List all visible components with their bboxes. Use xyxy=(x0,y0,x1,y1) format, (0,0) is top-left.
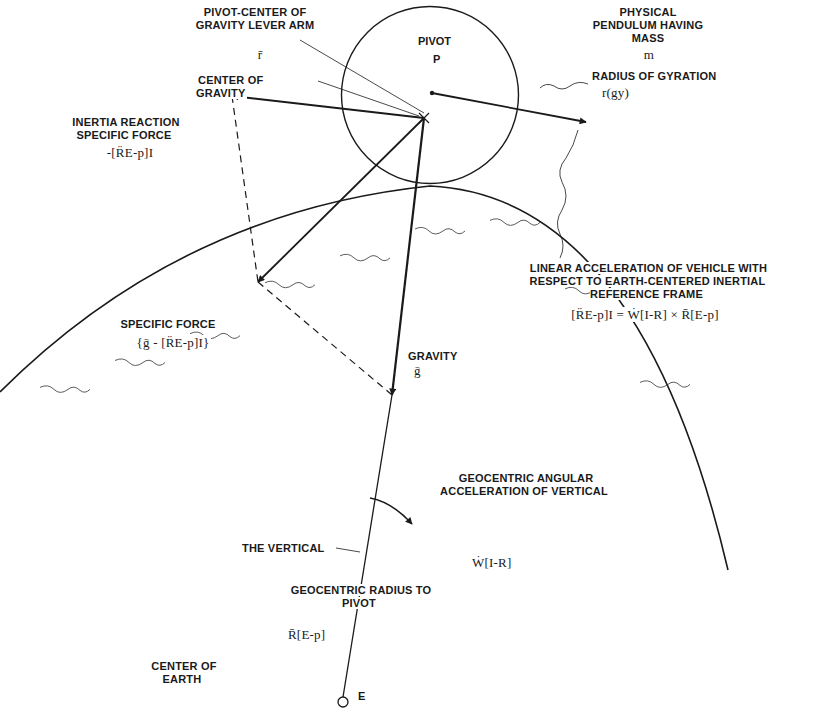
symbol-label: ḡ xyxy=(412,364,442,377)
leader-line xyxy=(557,130,578,258)
pivot-label: PIVOT xyxy=(418,35,451,48)
earth-center xyxy=(338,697,348,707)
label-text: r̄ xyxy=(258,47,263,62)
label-text: THE VERTICAL xyxy=(240,542,326,554)
vector-label: SPECIFIC FORCE xyxy=(108,318,228,331)
vertical-line xyxy=(343,395,392,697)
label-text: GEOCENTRIC RADIUS TO PIVOT xyxy=(289,584,432,609)
part-label: CENTER OF GRAVITY xyxy=(196,74,318,100)
label-text: GEOCENTRIC ANGULAR ACCELERATION OF VERTI… xyxy=(440,472,610,497)
label-text: PHYSICAL PENDULUM HAVING MASS xyxy=(593,6,703,44)
label-text: r(gy) xyxy=(602,85,629,100)
coastline xyxy=(265,281,315,288)
vector-label: INERTIA REACTION SPECIFIC FORCE xyxy=(60,116,190,142)
part-label: RADIUS OF GYRATION xyxy=(592,70,732,83)
label-text: Ẇ[I-R] xyxy=(470,555,513,570)
symbol-label: R̄[E-p] xyxy=(286,628,346,641)
coastline xyxy=(640,381,690,388)
label-text: {ḡ - [R̈E-p]I} xyxy=(135,335,212,350)
label-text: m xyxy=(644,47,654,62)
part-label: PIVOT-CENTER OF GRAVITY LEVER ARM xyxy=(185,6,325,32)
coastline xyxy=(40,386,90,393)
label-text: RADIUS OF GYRATION xyxy=(592,70,716,82)
part-label: THE VERTICAL xyxy=(240,542,340,555)
vehicle-acceleration-arrow xyxy=(432,93,586,122)
label-text: GRAVITY xyxy=(406,350,459,362)
coastline xyxy=(490,219,540,226)
label-text: SPECIFIC FORCE xyxy=(118,318,217,330)
vector-arrows xyxy=(232,40,588,697)
label-text: R̄[E-p] xyxy=(286,627,327,642)
coastline xyxy=(115,359,165,366)
symbol-label: {ḡ - [R̈E-p]I} xyxy=(98,336,248,349)
symbol-label: m xyxy=(637,48,661,61)
pivot-point-label: P xyxy=(433,53,440,66)
center-of-gravity-mark xyxy=(419,113,429,123)
symbol-label: [R̈E-p]I = Ẇ[I-R] × R̄[E-p] xyxy=(520,308,770,321)
parallelogram-dash xyxy=(258,282,392,395)
label-text: [R̈E-p]I = Ẇ[I-R] × R̄[E-p] xyxy=(569,307,720,322)
part-label: CENTER OF EARTH xyxy=(128,660,238,686)
leader-line xyxy=(336,548,360,552)
label-text: CENTER OF EARTH xyxy=(149,660,216,685)
leader-line xyxy=(300,40,424,113)
symbol-label: r̄ xyxy=(245,48,275,61)
symbol-label: Ẇ[I-R] xyxy=(470,556,550,569)
pendulum-circle: PIVOT P xyxy=(340,5,520,185)
inertia-reaction-arrow xyxy=(232,96,424,118)
vector-label: GEOCENTRIC ANGULAR ACCELERATION OF VERTI… xyxy=(430,472,620,498)
coastline xyxy=(340,254,390,261)
label-text: -[R̈E-p]I xyxy=(105,145,155,160)
label-text: E xyxy=(356,690,368,702)
coastline-texture xyxy=(40,219,690,393)
vector-label: GRAVITY xyxy=(406,350,486,363)
angular-acceleration-arrow xyxy=(370,498,412,524)
symbol-label: -[R̈E-p]I xyxy=(80,146,180,159)
pivot-point xyxy=(430,91,434,95)
label-text: LINEAR ACCELERATION OF VEHICLE WITH RESP… xyxy=(528,262,767,300)
part-label: GEOCENTRIC RADIUS TO PIVOT xyxy=(285,584,435,610)
leader-line xyxy=(540,82,588,89)
circle-outline xyxy=(342,7,519,184)
label-text: ḡ xyxy=(412,363,423,378)
coastline xyxy=(415,227,465,234)
label-text: INERTIA REACTION SPECIFIC FORCE xyxy=(70,116,179,141)
parallelogram-dash xyxy=(232,96,258,282)
part-label: PHYSICAL PENDULUM HAVING MASS xyxy=(588,6,708,45)
earth-outline xyxy=(0,186,728,570)
circle-outline xyxy=(340,5,520,185)
point-label: E xyxy=(356,690,376,703)
vector-label: LINEAR ACCELERATION OF VEHICLE WITH RESP… xyxy=(525,262,770,301)
label-text: CENTER OF GRAVITY xyxy=(196,74,263,99)
specific-force-arrow xyxy=(258,118,424,282)
symbol-label: r(gy) xyxy=(602,86,662,99)
label-text: PIVOT-CENTER OF GRAVITY LEVER ARM xyxy=(196,6,315,31)
leader-line xyxy=(318,81,419,116)
